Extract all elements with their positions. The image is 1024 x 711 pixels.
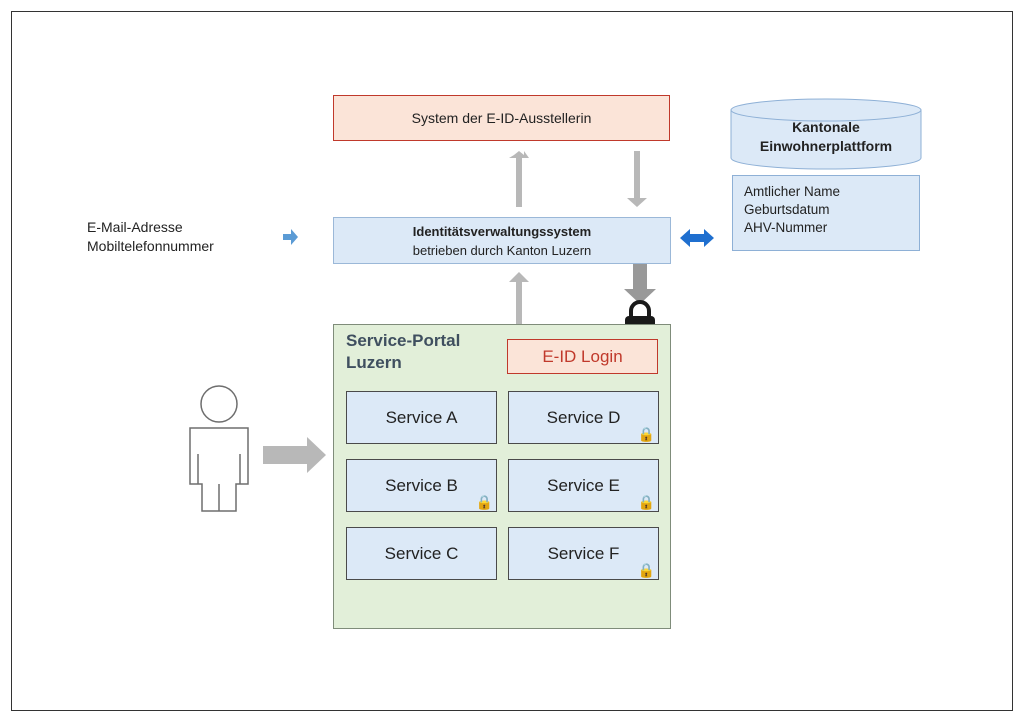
identity-management-box: Identitätsverwaltungssystem betrieben du… <box>333 217 671 264</box>
cantonal-title-line1: Kantonale <box>792 119 860 135</box>
portal-title-line2: Luzern <box>346 353 402 372</box>
service-portal-title: Service-Portal Luzern <box>346 330 460 374</box>
service-d[interactable]: Service D 🔒 <box>508 391 659 444</box>
cantonal-platform-title: Kantonale Einwohnerplattform <box>734 118 918 156</box>
service-c[interactable]: Service C <box>346 527 497 580</box>
arrow-double-idm-cantonal <box>680 229 714 247</box>
lock-icon: 🔒 <box>637 562 655 578</box>
arrow-up-portal-to-idm <box>509 272 529 330</box>
issuer-system-box: System der E-ID-Ausstellerin <box>333 95 670 141</box>
service-a-label: Service A <box>385 407 458 427</box>
database-cylinder <box>730 98 922 170</box>
service-f[interactable]: Service F 🔒 <box>508 527 659 580</box>
person-icon <box>189 385 249 512</box>
lock-icon: 🔒 <box>475 494 493 510</box>
service-a[interactable]: Service A <box>346 391 497 444</box>
field-birthdate: Geburtsdatum <box>744 202 830 217</box>
contact-email: E-Mail-Adresse <box>87 219 183 235</box>
arrow-right-contact <box>283 229 298 245</box>
portal-title-line1: Service-Portal <box>346 331 461 350</box>
service-d-label: Service D <box>546 407 621 427</box>
lock-icon: 🔒 <box>637 426 655 442</box>
lock-icon: 🔒 <box>637 494 655 510</box>
eid-login-button[interactable]: E-ID Login <box>507 339 658 374</box>
arrow-right-person-to-portal <box>263 437 326 473</box>
identity-management-title: Identitätsverwaltungssystem <box>412 223 592 239</box>
field-ahv-number: AHV-Nummer <box>744 220 828 235</box>
service-e[interactable]: Service E 🔒 <box>508 459 659 512</box>
contact-mobile: Mobiltelefonnummer <box>87 238 214 254</box>
arrow-down-issuer-to-idm <box>627 151 647 207</box>
service-f-label: Service F <box>547 543 620 563</box>
issuer-system-label: System der E-ID-Ausstellerin <box>411 110 592 126</box>
service-b[interactable]: Service B 🔒 <box>346 459 497 512</box>
contact-details: E-Mail-Adresse Mobiltelefonnummer <box>87 218 214 256</box>
identity-management-subtitle: betrieben durch Kanton Luzern <box>412 242 592 258</box>
cantonal-title-line2: Einwohnerplattform <box>759 138 893 154</box>
service-c-label: Service C <box>384 543 459 563</box>
eid-login-label: E-ID Login <box>542 346 623 366</box>
service-b-label: Service B <box>385 475 458 495</box>
arrow-down-idm-to-login <box>624 248 656 304</box>
field-official-name: Amtlicher Name <box>744 184 841 199</box>
cantonal-data-fields: Amtlicher Name Geburtsdatum AHV-Nummer <box>732 175 920 251</box>
arrow-up-idm-to-issuer <box>509 151 529 207</box>
service-e-label: Service E <box>547 475 620 495</box>
